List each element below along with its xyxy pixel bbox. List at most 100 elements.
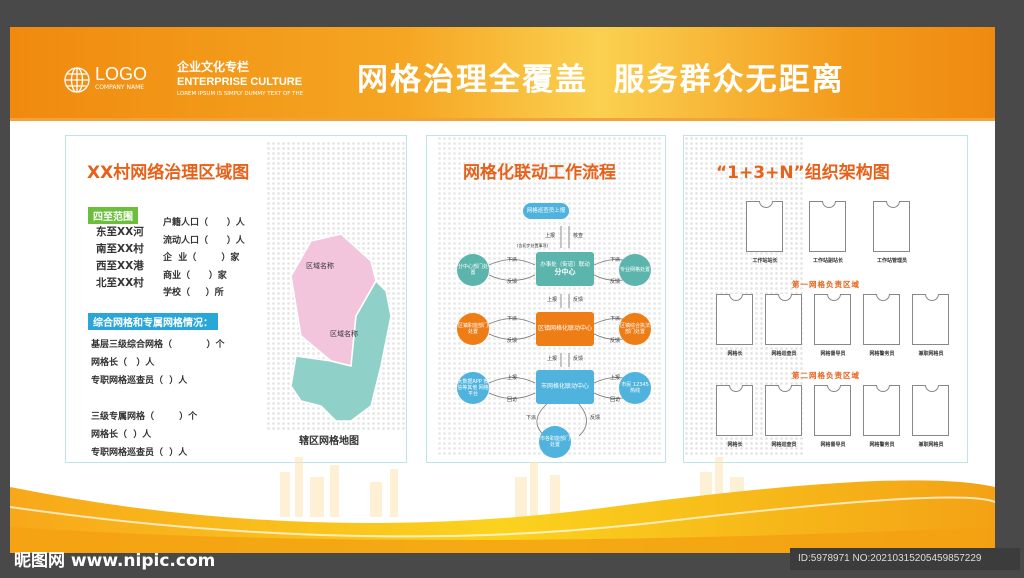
photo-frame	[873, 201, 910, 252]
node-bigdata-app: 大数据APP 微信等其他 网格平台	[457, 372, 489, 404]
role-label: 网格警务员	[869, 351, 895, 357]
right-panel: “1+3+N”组织架构图 工作站站长 工作站副站长 工作站管理员 第一网格负责区…	[683, 135, 968, 463]
label-down: 下派	[610, 316, 621, 322]
stat-commerce: 商业（ ）家	[163, 270, 227, 281]
label-feedback: 反馈	[573, 297, 584, 303]
label-up: 上报	[545, 233, 556, 239]
label-revisit: 回访	[610, 397, 621, 403]
right-title: “1+3+N”组织架构图	[716, 163, 890, 183]
node-town-center: 区镇网格化联动中心	[536, 312, 594, 346]
zone1-title: 第一网格负责区域	[792, 280, 860, 289]
role-label: 网格巡查员	[771, 351, 797, 357]
label-note: (含初步处置事项)	[517, 243, 549, 248]
label-down: 下派	[507, 257, 518, 263]
label-feedback: 反馈	[610, 279, 621, 285]
range-badge: 四至范围	[88, 207, 138, 224]
stat-enterprise: 企 业（ ）家	[163, 253, 240, 263]
label-down: 下派	[610, 257, 621, 263]
role-label: 网格警务员	[869, 442, 895, 448]
label-up: 上报	[507, 375, 518, 381]
globe-icon	[64, 67, 90, 93]
map-region-label-2: 区域名称	[330, 330, 358, 338]
stat-school: 学校（ ）所	[163, 288, 224, 298]
label-up: 上报	[547, 297, 558, 303]
range-north: 北至XX村	[96, 277, 144, 289]
label-feedback: 反馈	[610, 338, 621, 344]
wave-decoration	[10, 457, 995, 553]
grid-line: 网格长（ ）人	[91, 430, 152, 440]
label-down: 下派	[526, 415, 537, 421]
node-town-dept: 区镇职能部门处置	[457, 313, 489, 345]
district-map	[290, 233, 392, 422]
range-east: 东至XX河	[96, 226, 144, 238]
column-title-cn: 企业文化专栏	[177, 60, 250, 74]
poster: LOGO COMPANY NAME 企业文化专栏 ENTERPRISE CULT…	[10, 27, 995, 553]
role-label: 工作站管理员	[876, 258, 907, 264]
grid-list: 基层三级综合网格（ ）个 网格长（ ）人 专职网格巡查员（ ）人 三级专属网格（…	[91, 336, 224, 462]
watermark-id: ID:5978971 NO:20210315205459857229	[790, 548, 1020, 570]
photo-frame	[912, 385, 949, 436]
grid-badge: 综合网格和专属网格情况：	[88, 313, 218, 330]
grid-spacer	[91, 390, 224, 408]
photo-frame	[814, 294, 851, 345]
node-professional-grid: 专业网格处置	[619, 254, 651, 286]
label-revisit: 回访	[507, 397, 518, 403]
map-region-label-1: 区域名称	[306, 262, 334, 270]
range-south: 南至XX村	[96, 243, 144, 255]
photo-frame	[809, 201, 846, 252]
role-label: 兼职网格员	[918, 351, 944, 357]
label-feedback: 反馈	[573, 356, 584, 362]
company-name: COMPANY NAME	[95, 84, 145, 91]
node-12345-hotline: 市民 12345热线	[619, 372, 651, 404]
left-panel: XX村网络治理区域图 四至范围 东至XX河 南至XX村 西至XX港 北至XX村 …	[65, 135, 407, 463]
role-label: 网格督导员	[820, 351, 846, 357]
header-divider	[10, 118, 995, 121]
lorem-text: LOREM IPSUM IS SIMPLY DUMMY TEXT OF THE	[177, 91, 304, 97]
logo-text: LOGO	[95, 64, 148, 84]
photo-frame	[716, 385, 753, 436]
label-feedback: 反馈	[590, 415, 601, 421]
header-banner: LOGO COMPANY NAME 企业文化专栏 ENTERPRISE CULT…	[10, 27, 995, 118]
node-city-depts: 市各职能部门处置	[539, 426, 571, 458]
role-label: 网格长	[727, 442, 743, 448]
middle-title: 网格化联动工作流程	[463, 163, 616, 183]
photo-frame	[765, 294, 802, 345]
range-west: 西至XX港	[96, 260, 144, 272]
stat-floating: 流动人口（ ）人	[163, 235, 245, 246]
slogan: 网格治理全覆盖 服务群众无距离	[357, 62, 845, 98]
node-subcenter-sub: 办事处（街道）联动	[540, 261, 590, 268]
stats-list: 户籍人口（ ）人 流动人口（ ）人 企 业（ ）家 商业（ ）家 学校（ ）所	[163, 215, 245, 303]
map-caption: 辖区网格地图	[299, 436, 359, 447]
node-town-enforcement: 区镇综合执法部门处置	[619, 313, 651, 345]
top-node-inspector-report: 网格巡查员上报	[523, 203, 569, 219]
label-down: 下派	[507, 316, 518, 322]
stat-registered: 户籍人口（ ）人	[163, 218, 245, 228]
role-label: 兼职网格员	[918, 442, 944, 448]
zone2-title: 第二网格负责区域	[792, 371, 860, 380]
role-label: 网格巡查员	[771, 442, 797, 448]
middle-panel: 网格化联动工作流程 网格巡查员上报 上报 核查 (含初步处置事项) 分中心部门处…	[426, 135, 666, 463]
node-subcenter-dept: 分中心部门处置	[457, 254, 489, 286]
photo-frame	[765, 385, 802, 436]
photo-frame	[814, 385, 851, 436]
label-up: 上报	[547, 356, 558, 362]
range-list: 东至XX河 南至XX村 西至XX港 北至XX村	[96, 224, 144, 292]
label-feedback: 反馈	[507, 338, 518, 344]
node-subcenter: 办事处（街道）联动分中心	[536, 252, 594, 286]
watermark-site: 昵图网 www.nipic.com	[14, 551, 216, 571]
node-subcenter-title: 分中心	[554, 268, 576, 277]
photo-frame	[716, 294, 753, 345]
grid-line: 基层三级综合网格（ ）个	[91, 340, 225, 350]
node-city-center: 市网格化联动中心	[536, 370, 594, 404]
grid-line: 网格长（ ）人	[91, 358, 155, 368]
role-label: 工作站副站长	[812, 258, 843, 264]
label-feedback: 反馈	[507, 279, 518, 285]
map-region-teal	[290, 279, 392, 422]
grid-line: 专职网格巡查员（ ）人	[91, 448, 188, 458]
photo-frame	[863, 385, 900, 436]
photo-frame	[863, 294, 900, 345]
photo-frame	[912, 294, 949, 345]
label-up: 上报	[610, 375, 621, 381]
grid-line: 专职网格巡查员（ ）人	[91, 376, 188, 386]
left-title: XX村网络治理区域图	[87, 163, 250, 183]
